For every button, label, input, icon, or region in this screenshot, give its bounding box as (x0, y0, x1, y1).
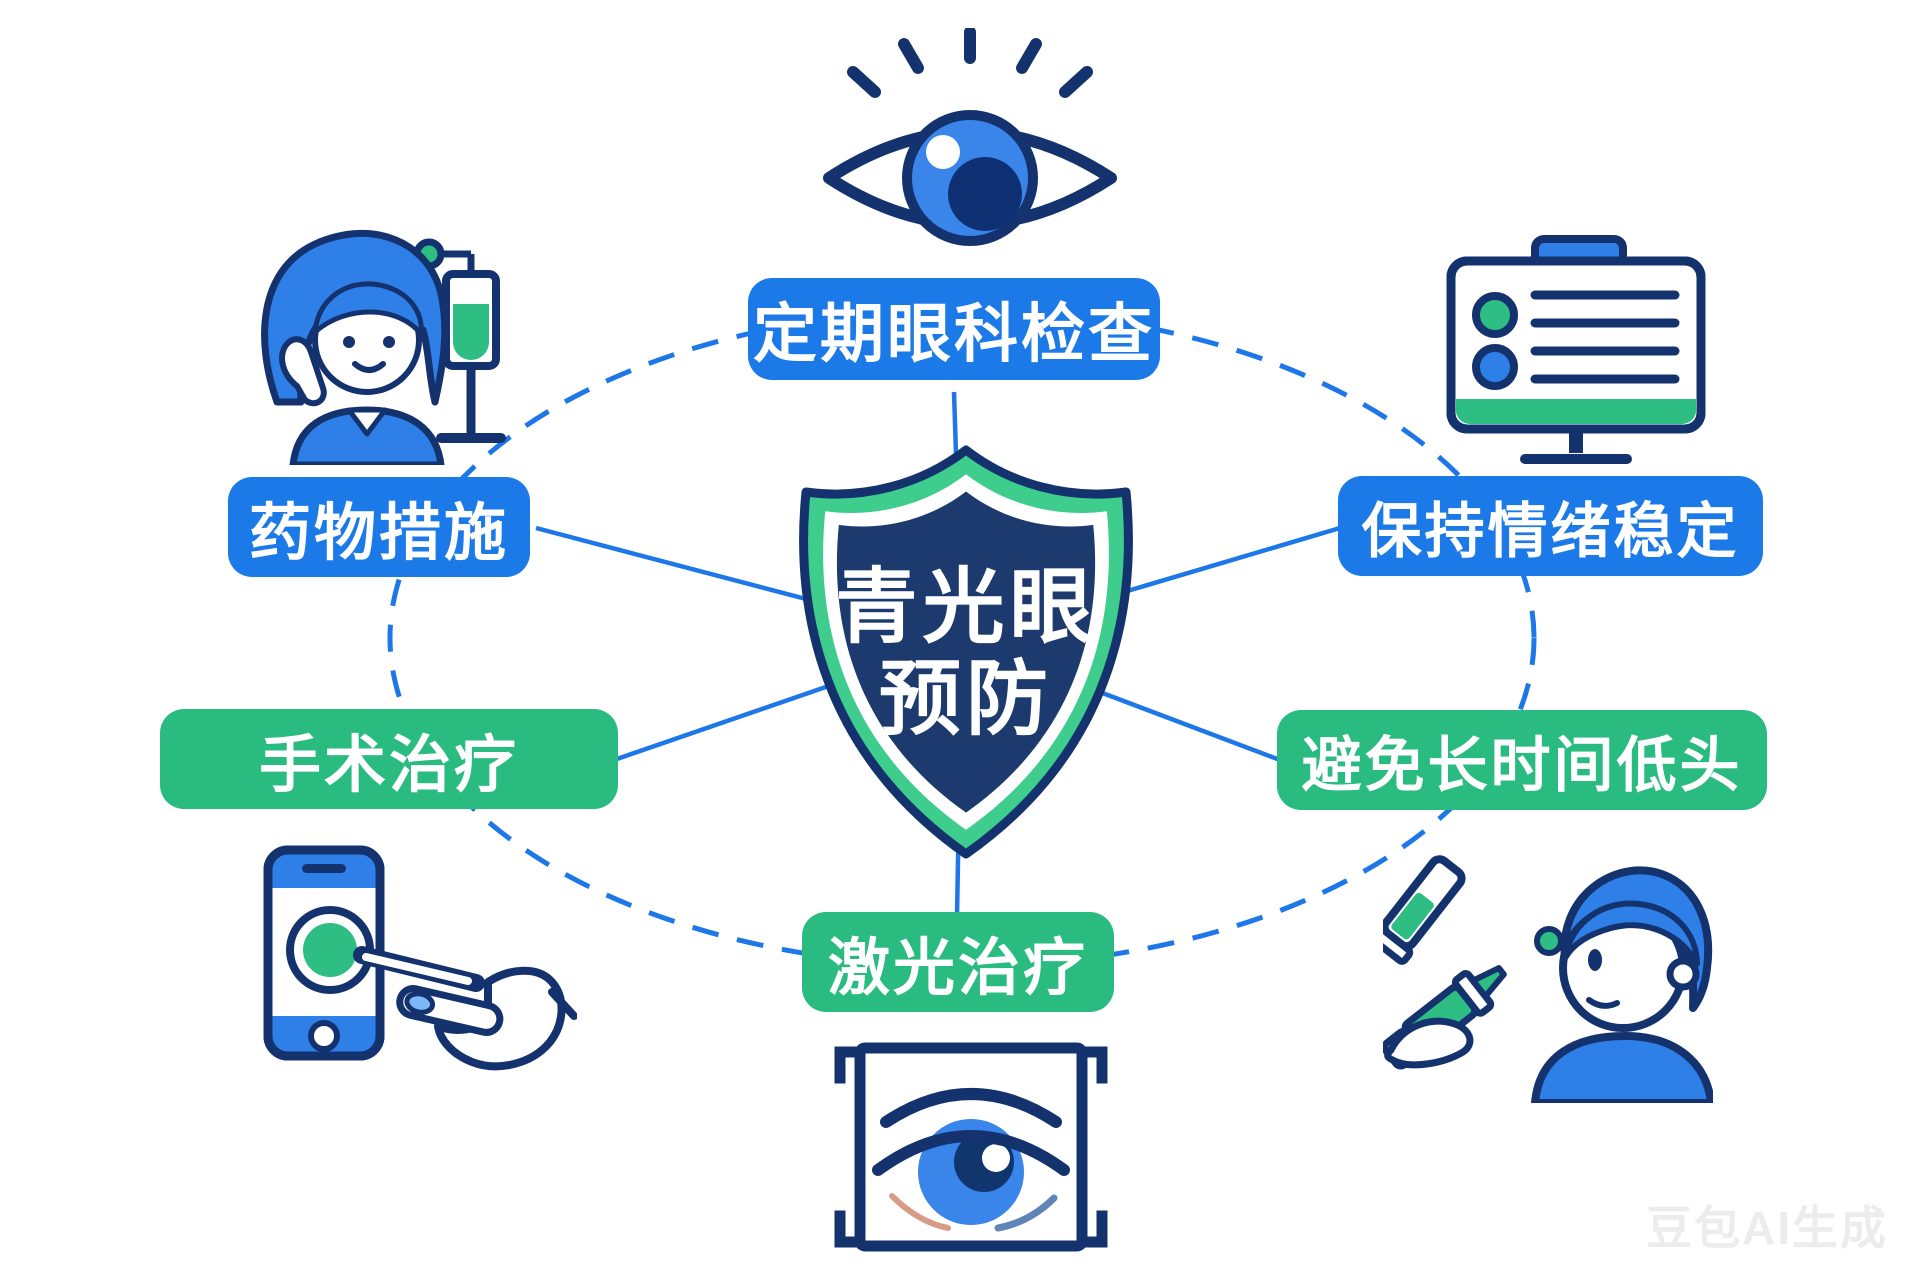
dashed-ellipse (387, 307, 1537, 969)
node-label: 激光治疗 (827, 934, 1088, 1003)
monitor-checklist-icon (1443, 233, 1709, 465)
woman-iv-drip-icon (243, 190, 543, 465)
shield-title-line1: 青光眼 (835, 562, 1097, 654)
node-label: 保持情绪稳定 (1361, 497, 1740, 565)
eye-scan-frame-icon (826, 1036, 1116, 1264)
eye-drops-icon (1383, 838, 1713, 1103)
shield-icon: 青光眼 预防 (772, 442, 1160, 862)
shield-title-line2: 预防 (878, 654, 1053, 745)
node-label: 避免长时间低头 (1301, 731, 1743, 799)
node-label: 定期眼科检查 (753, 298, 1155, 370)
phone-stylus-icon (252, 842, 577, 1082)
node-keep-emotions-stable: 保持情绪稳定 (1338, 476, 1763, 576)
node-regular-eye-exam: 定期眼科检查 (748, 278, 1160, 380)
node-medication-measures: 药物措施 (228, 477, 530, 577)
eye-icon (815, 28, 1125, 253)
watermark: 豆包AI生成 (1646, 1202, 1888, 1254)
node-label: 药物措施 (248, 499, 509, 568)
node-laser-treatment: 激光治疗 (802, 912, 1114, 1012)
shield-title: 青光眼 预防 (772, 442, 1160, 864)
node-surgical-treatment: 手术治疗 (160, 709, 618, 809)
node-label: 手术治疗 (258, 731, 519, 800)
node-avoid-head-down: 避免长时间低头 (1277, 710, 1767, 810)
